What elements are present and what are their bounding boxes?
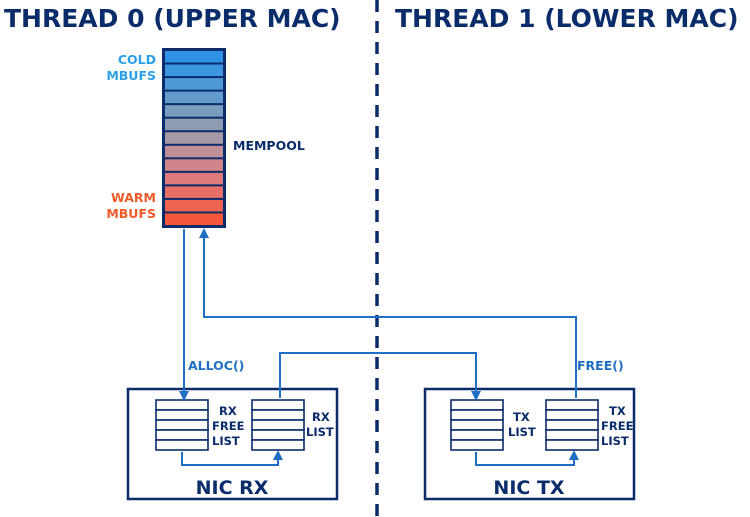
mempool-label: MEMPOOL — [233, 138, 305, 153]
list-slot — [251, 409, 305, 421]
list-slot — [450, 429, 504, 441]
cold-mbufs-label-2: MBUFS — [106, 68, 156, 83]
mempool-slot — [165, 105, 223, 117]
rx-free-list-stack — [155, 399, 209, 451]
rx-list-label-1: RX — [312, 410, 330, 424]
rx-list-stack — [251, 399, 305, 451]
rx-free-list-label-1: RX — [219, 404, 237, 418]
warm-mbufs-label-2: MBUFS — [106, 206, 156, 221]
list-slot — [155, 409, 209, 421]
nic-tx-label: NIC TX — [493, 477, 564, 499]
cold-mbufs-label-1: COLD — [118, 52, 156, 67]
thread0-title: THREAD 0 (UPPER MAC) — [4, 4, 341, 33]
mempool-stack — [162, 48, 226, 228]
list-slot — [450, 409, 504, 421]
list-slot — [545, 419, 599, 431]
tx-list-label-2: LIST — [508, 425, 536, 439]
tx-free-list-label-2: FREE — [601, 419, 634, 433]
mempool-slot — [165, 199, 223, 212]
list-slot — [450, 439, 504, 451]
mempool-slot — [165, 213, 223, 225]
list-slot — [450, 419, 504, 431]
list-slot — [545, 439, 599, 451]
mempool-slot — [165, 132, 223, 144]
list-slot — [155, 399, 209, 411]
list-slot — [155, 429, 209, 441]
list-slot — [251, 439, 305, 451]
rx-free-list-label-2: FREE — [212, 419, 245, 433]
list-slot — [251, 419, 305, 431]
list-slot — [251, 429, 305, 441]
mempool-slot — [165, 172, 223, 185]
tx-list-label-1: TX — [513, 410, 530, 424]
mempool-slot — [165, 51, 223, 63]
rx-free-to-rx-arrow — [181, 450, 283, 466]
mempool-slot — [165, 159, 223, 171]
alloc-label: ALLOC() — [188, 358, 244, 373]
mempool-slot — [165, 145, 223, 158]
nic-rx-label: NIC RX — [196, 477, 269, 499]
nic-rx-box — [126, 387, 339, 501]
tx-to-tx-free-arrow — [475, 450, 579, 466]
rx-to-tx-arrow — [279, 352, 481, 401]
list-slot — [251, 399, 305, 411]
tx-free-list-label-1: TX — [609, 404, 626, 418]
thread1-title: THREAD 1 (LOWER MAC) — [395, 4, 739, 33]
list-slot — [450, 399, 504, 411]
list-slot — [545, 429, 599, 441]
free-arrow — [199, 228, 577, 398]
rx-list-label-2: LIST — [306, 425, 334, 439]
tx-free-list-label-3: LIST — [601, 434, 629, 448]
list-slot — [155, 439, 209, 451]
mempool-slot — [165, 186, 223, 198]
mempool-slot — [165, 118, 223, 131]
free-label: FREE() — [577, 358, 624, 373]
list-slot — [155, 419, 209, 431]
rx-free-list-label-3: LIST — [212, 434, 240, 448]
list-slot — [545, 399, 599, 411]
mempool-slots — [165, 51, 223, 225]
mempool-slot — [165, 91, 223, 104]
list-slot — [545, 409, 599, 421]
mempool-slot — [165, 64, 223, 77]
warm-mbufs-label-1: WARM — [111, 190, 156, 205]
mempool-slot — [165, 78, 223, 90]
tx-list-stack — [450, 399, 504, 451]
tx-free-list-stack — [545, 399, 599, 451]
nic-tx-box — [423, 387, 636, 501]
